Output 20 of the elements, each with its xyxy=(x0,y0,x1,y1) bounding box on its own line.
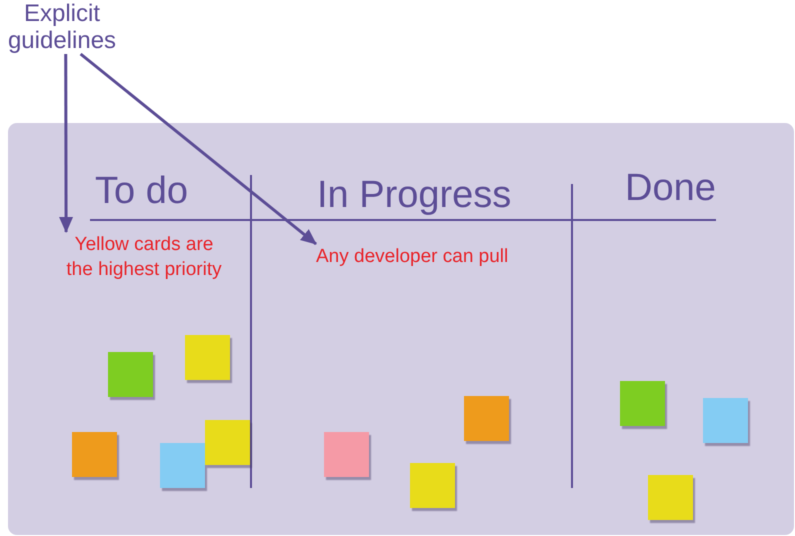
sticky-note xyxy=(205,420,250,465)
guideline-note: Any developer can pull xyxy=(316,244,508,269)
sticky-note xyxy=(108,352,153,397)
sticky-note xyxy=(185,335,230,380)
column-heading: In Progress xyxy=(317,173,512,217)
sticky-note xyxy=(410,463,455,508)
sticky-note xyxy=(703,398,748,443)
kanban-board xyxy=(8,123,794,535)
guideline-note: Yellow cards are the highest priority xyxy=(62,232,226,282)
sticky-note xyxy=(648,475,693,520)
sticky-note xyxy=(72,432,117,477)
sticky-note xyxy=(160,443,205,488)
sticky-note xyxy=(464,396,509,441)
sticky-note xyxy=(620,381,665,426)
sticky-note xyxy=(324,432,369,477)
column-heading: To do xyxy=(95,169,188,213)
arrow xyxy=(59,54,74,233)
column-heading: Done xyxy=(625,166,716,210)
callout-text: Explicit guidelines xyxy=(0,0,124,54)
arrow xyxy=(80,52,317,246)
